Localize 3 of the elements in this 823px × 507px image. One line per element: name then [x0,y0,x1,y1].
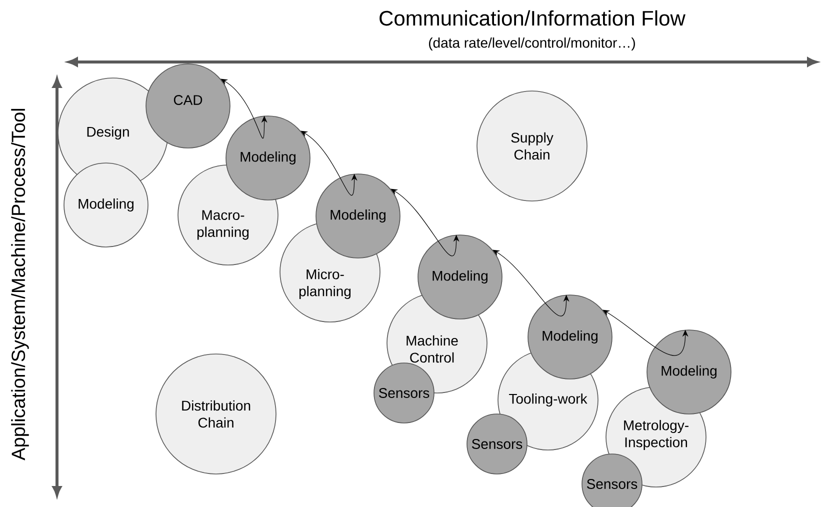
axis-label: Application/System/Machine/Process/Tool [11,108,29,460]
axis-label: Communication/Information Flow [380,10,686,26]
axis-label: (data rate/level/control/monitor…) [429,37,635,51]
